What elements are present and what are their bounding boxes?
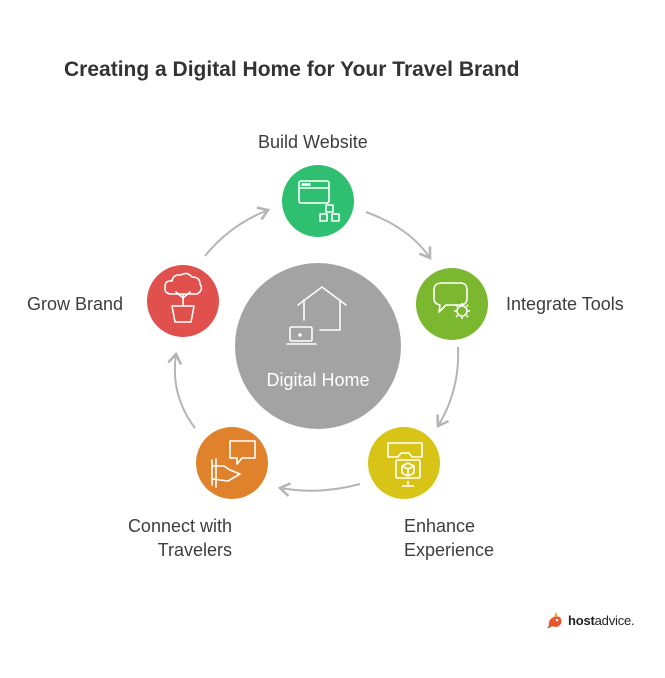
center-label: Digital Home	[266, 370, 370, 390]
label-build-website: Build Website	[258, 132, 368, 152]
label-enhance-experience: Enhance Experience	[404, 514, 494, 562]
chat-gear-icon	[433, 282, 470, 319]
arrow-connect-to-grow	[167, 351, 196, 429]
node-enhance-experience	[368, 427, 440, 499]
center-node	[235, 263, 401, 429]
page-title: Creating a Digital Home for Your Travel …	[64, 58, 520, 81]
label-integrate-tools: Integrate Tools	[506, 294, 624, 314]
house-laptop-icon	[286, 286, 347, 345]
node-build-website	[282, 165, 354, 237]
label-enhance-line1: Enhance	[404, 516, 476, 536]
node-grow-brand	[147, 265, 219, 337]
logo-brand-regular: advice.	[594, 612, 635, 628]
label-connect-line1: Connect with	[127, 516, 232, 536]
arrow-grow-to-build	[204, 206, 271, 257]
plant-pot-icon	[164, 272, 203, 323]
handshake-chat-icon	[211, 440, 256, 488]
label-enhance-line2: Experience	[404, 540, 495, 560]
arrow-build-to-integrate	[365, 211, 432, 260]
label-grow-brand: Grow Brand	[27, 294, 124, 314]
vr-headset-icon	[387, 442, 423, 487]
node-connect-travelers	[196, 427, 268, 499]
label-connect-travelers: Connect with Travelers	[106, 514, 232, 562]
logo-brand-bold: host	[568, 612, 595, 628]
mascot-icon	[547, 612, 562, 628]
arrow-enhance-to-connect	[277, 482, 361, 497]
node-integrate-tools	[416, 268, 488, 340]
website-layout-icon	[298, 180, 340, 222]
label-connect-line2: Travelers	[157, 540, 232, 560]
hostadvice-logo: hostadvice.	[545, 608, 635, 632]
arrow-integrate-to-enhance	[436, 346, 460, 428]
